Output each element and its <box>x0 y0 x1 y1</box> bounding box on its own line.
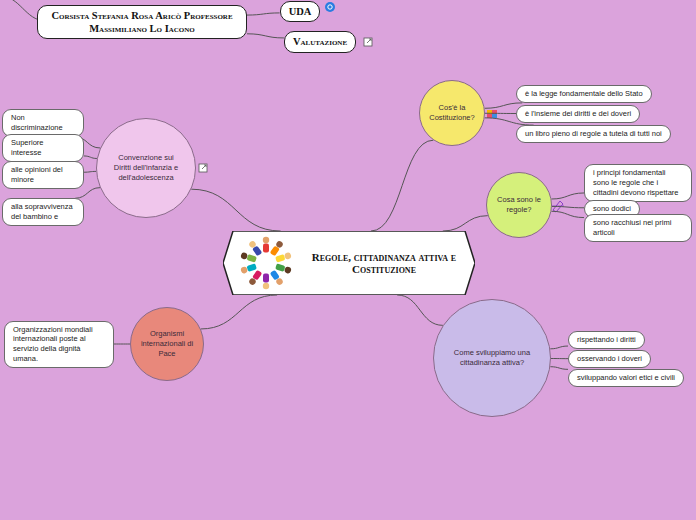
leaf-box: alle opinioni del minore <box>2 161 84 189</box>
leaf-box: è la legge fondamentale dello Stato <box>516 85 652 103</box>
node-text: Non discriminazione <box>11 113 75 133</box>
branch-connector <box>247 13 280 15</box>
leaf-box: osservando i doveri <box>568 350 651 368</box>
leaf-box: sviluppando valori etici e civili <box>568 369 684 387</box>
branch-connector <box>550 367 568 370</box>
leaf-box: i principi fondamentali sono le regole c… <box>584 164 692 201</box>
leaf-box: Non discriminazione <box>2 109 84 137</box>
header-box: Corsista Stefania Rosa Aricò Professore … <box>37 5 247 39</box>
branch-connector <box>84 171 96 173</box>
node-text: UDA <box>289 5 312 18</box>
branch-connector <box>551 358 568 359</box>
topic-circle: Organismi internazionali di Pace <box>130 307 204 381</box>
node-text: sono racchiusi nei primi articoli <box>593 218 683 238</box>
branch-connector <box>550 346 568 349</box>
link-icon <box>367 39 371 43</box>
node-text: Organismi internazionali di Pace <box>140 329 195 359</box>
branch-connector <box>397 295 443 325</box>
topic-circle: Come sviluppiamo una cittadinanza attiva… <box>433 299 551 417</box>
leaf-box: rispettando i diritti <box>568 331 645 349</box>
branch-connector <box>247 34 284 38</box>
node-text: Valutazione <box>293 35 347 48</box>
branch-connector <box>191 189 280 231</box>
node-text: Superiore interesse <box>11 138 75 158</box>
branch-connector <box>84 156 97 159</box>
children-circle-illustration <box>231 234 301 292</box>
node-text: sono dodici <box>593 204 631 214</box>
branch-connector <box>485 103 523 108</box>
branch-connector <box>485 113 516 114</box>
node-text: Convenzione sui Diritti dell'infanzia e … <box>109 153 183 183</box>
leaf-box: è l'insieme dei diritti e dei doveri <box>516 105 640 123</box>
leaf-box: sono racchiusi nei primi articoli <box>584 214 692 242</box>
branch-connector <box>201 295 277 329</box>
node-text: Corsista Stefania Rosa Aricò Professore … <box>46 9 238 35</box>
topic-circle: Cosa sono le regole? <box>486 172 552 238</box>
branch-connector <box>552 206 584 207</box>
node-text: alle opinioni del minore <box>11 165 75 185</box>
leaf-box: Superiore interesse <box>2 134 84 162</box>
header-box: UDA <box>280 1 321 22</box>
central-topic: Regole, cittadinanza attiva e Costituzio… <box>223 231 475 295</box>
node-text: un libro pieno di regole a tutela di tut… <box>525 129 662 139</box>
node-text: Come sviluppiamo una cittadinanza attiva… <box>449 348 536 368</box>
branch-connector <box>443 216 488 231</box>
central-outline-shape <box>223 231 475 295</box>
node-text: Cosa sono le regole? <box>495 195 544 215</box>
image-icon <box>487 110 497 118</box>
topic-circle: Cos'è la Costituzione? <box>419 80 485 146</box>
node-text: alla sopravvivenza del bambino e <box>11 202 75 222</box>
leaf-box: un libro pieno di regole a tutela di tut… <box>516 125 671 143</box>
branch-connector <box>371 140 433 231</box>
header-box: Valutazione <box>284 31 356 52</box>
attachment-icon <box>328 5 332 9</box>
topic-circle: Convenzione sui Diritti dell'infanzia e … <box>96 118 196 218</box>
node-text: Organizzazioni mondiali internazionali p… <box>13 325 105 364</box>
link-icon <box>202 165 206 169</box>
leaf-box: Organizzazioni mondiali internazionali p… <box>4 321 114 368</box>
node-text: è la legge fondamentale dello Stato <box>525 89 643 99</box>
node-text: è l'insieme dei diritti e dei doveri <box>525 109 631 119</box>
node-text: sviluppando valori etici e civili <box>577 373 675 383</box>
node-text: Cos'è la Costituzione? <box>428 103 477 123</box>
branch-connector <box>114 344 130 345</box>
node-text: osservando i doveri <box>577 354 642 364</box>
branch-connector <box>75 188 100 199</box>
leaf-box: alla sopravvivenza del bambino e <box>2 198 84 226</box>
branch-connector <box>551 193 584 199</box>
node-text: i principi fondamentali sono le regole c… <box>593 168 683 197</box>
link-icon <box>199 164 207 172</box>
node-text: Regole, cittadinanza attiva e Costituzio… <box>309 251 459 275</box>
link-icon <box>364 38 372 46</box>
attachment-icon <box>325 2 335 12</box>
node-text: rispettando i diritti <box>577 335 636 345</box>
branch-connector <box>551 211 584 217</box>
